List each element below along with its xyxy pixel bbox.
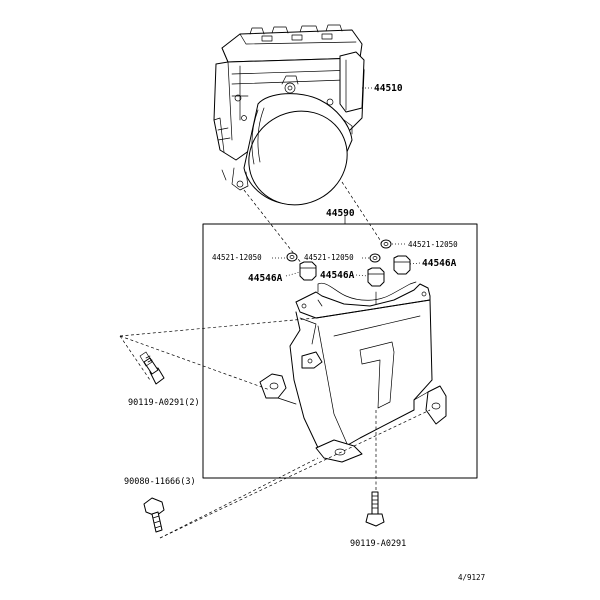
label-44521-right: 44521-12050 [408,240,458,249]
bolt-lower-left [143,497,165,533]
spacer-left [299,261,317,281]
insulator-left [286,252,298,262]
bolt-side [139,351,165,385]
insulator-mid [369,253,381,263]
label-44521-left: 44521-12050 [212,253,262,262]
bolt-bottom [365,491,385,527]
diagram-reference-code: 4/9127 [458,573,485,582]
label-44521-mid: 44521-12050 [304,253,354,262]
label-44546a-left: 44546A [248,273,283,284]
spacer-right [393,255,411,275]
label-bolt-lower: 90080-11666(3) [124,477,196,487]
label-44510: 44510 [374,83,403,94]
label-44590: 44590 [326,208,355,219]
actuator-bracket [259,281,447,463]
insulator-right [380,239,392,249]
label-bolt-side: 90119-A0291(2) [128,398,200,408]
abs-actuator-assembly [213,24,365,206]
spacer-mid [367,267,385,287]
label-44546a-mid: 44546A [320,270,355,281]
pump-motor [243,93,353,206]
label-44546a-right: 44546A [422,258,457,269]
label-bolt-bottom: 90119-A0291 [350,539,406,549]
bracket-subassembly-frame [202,223,478,479]
